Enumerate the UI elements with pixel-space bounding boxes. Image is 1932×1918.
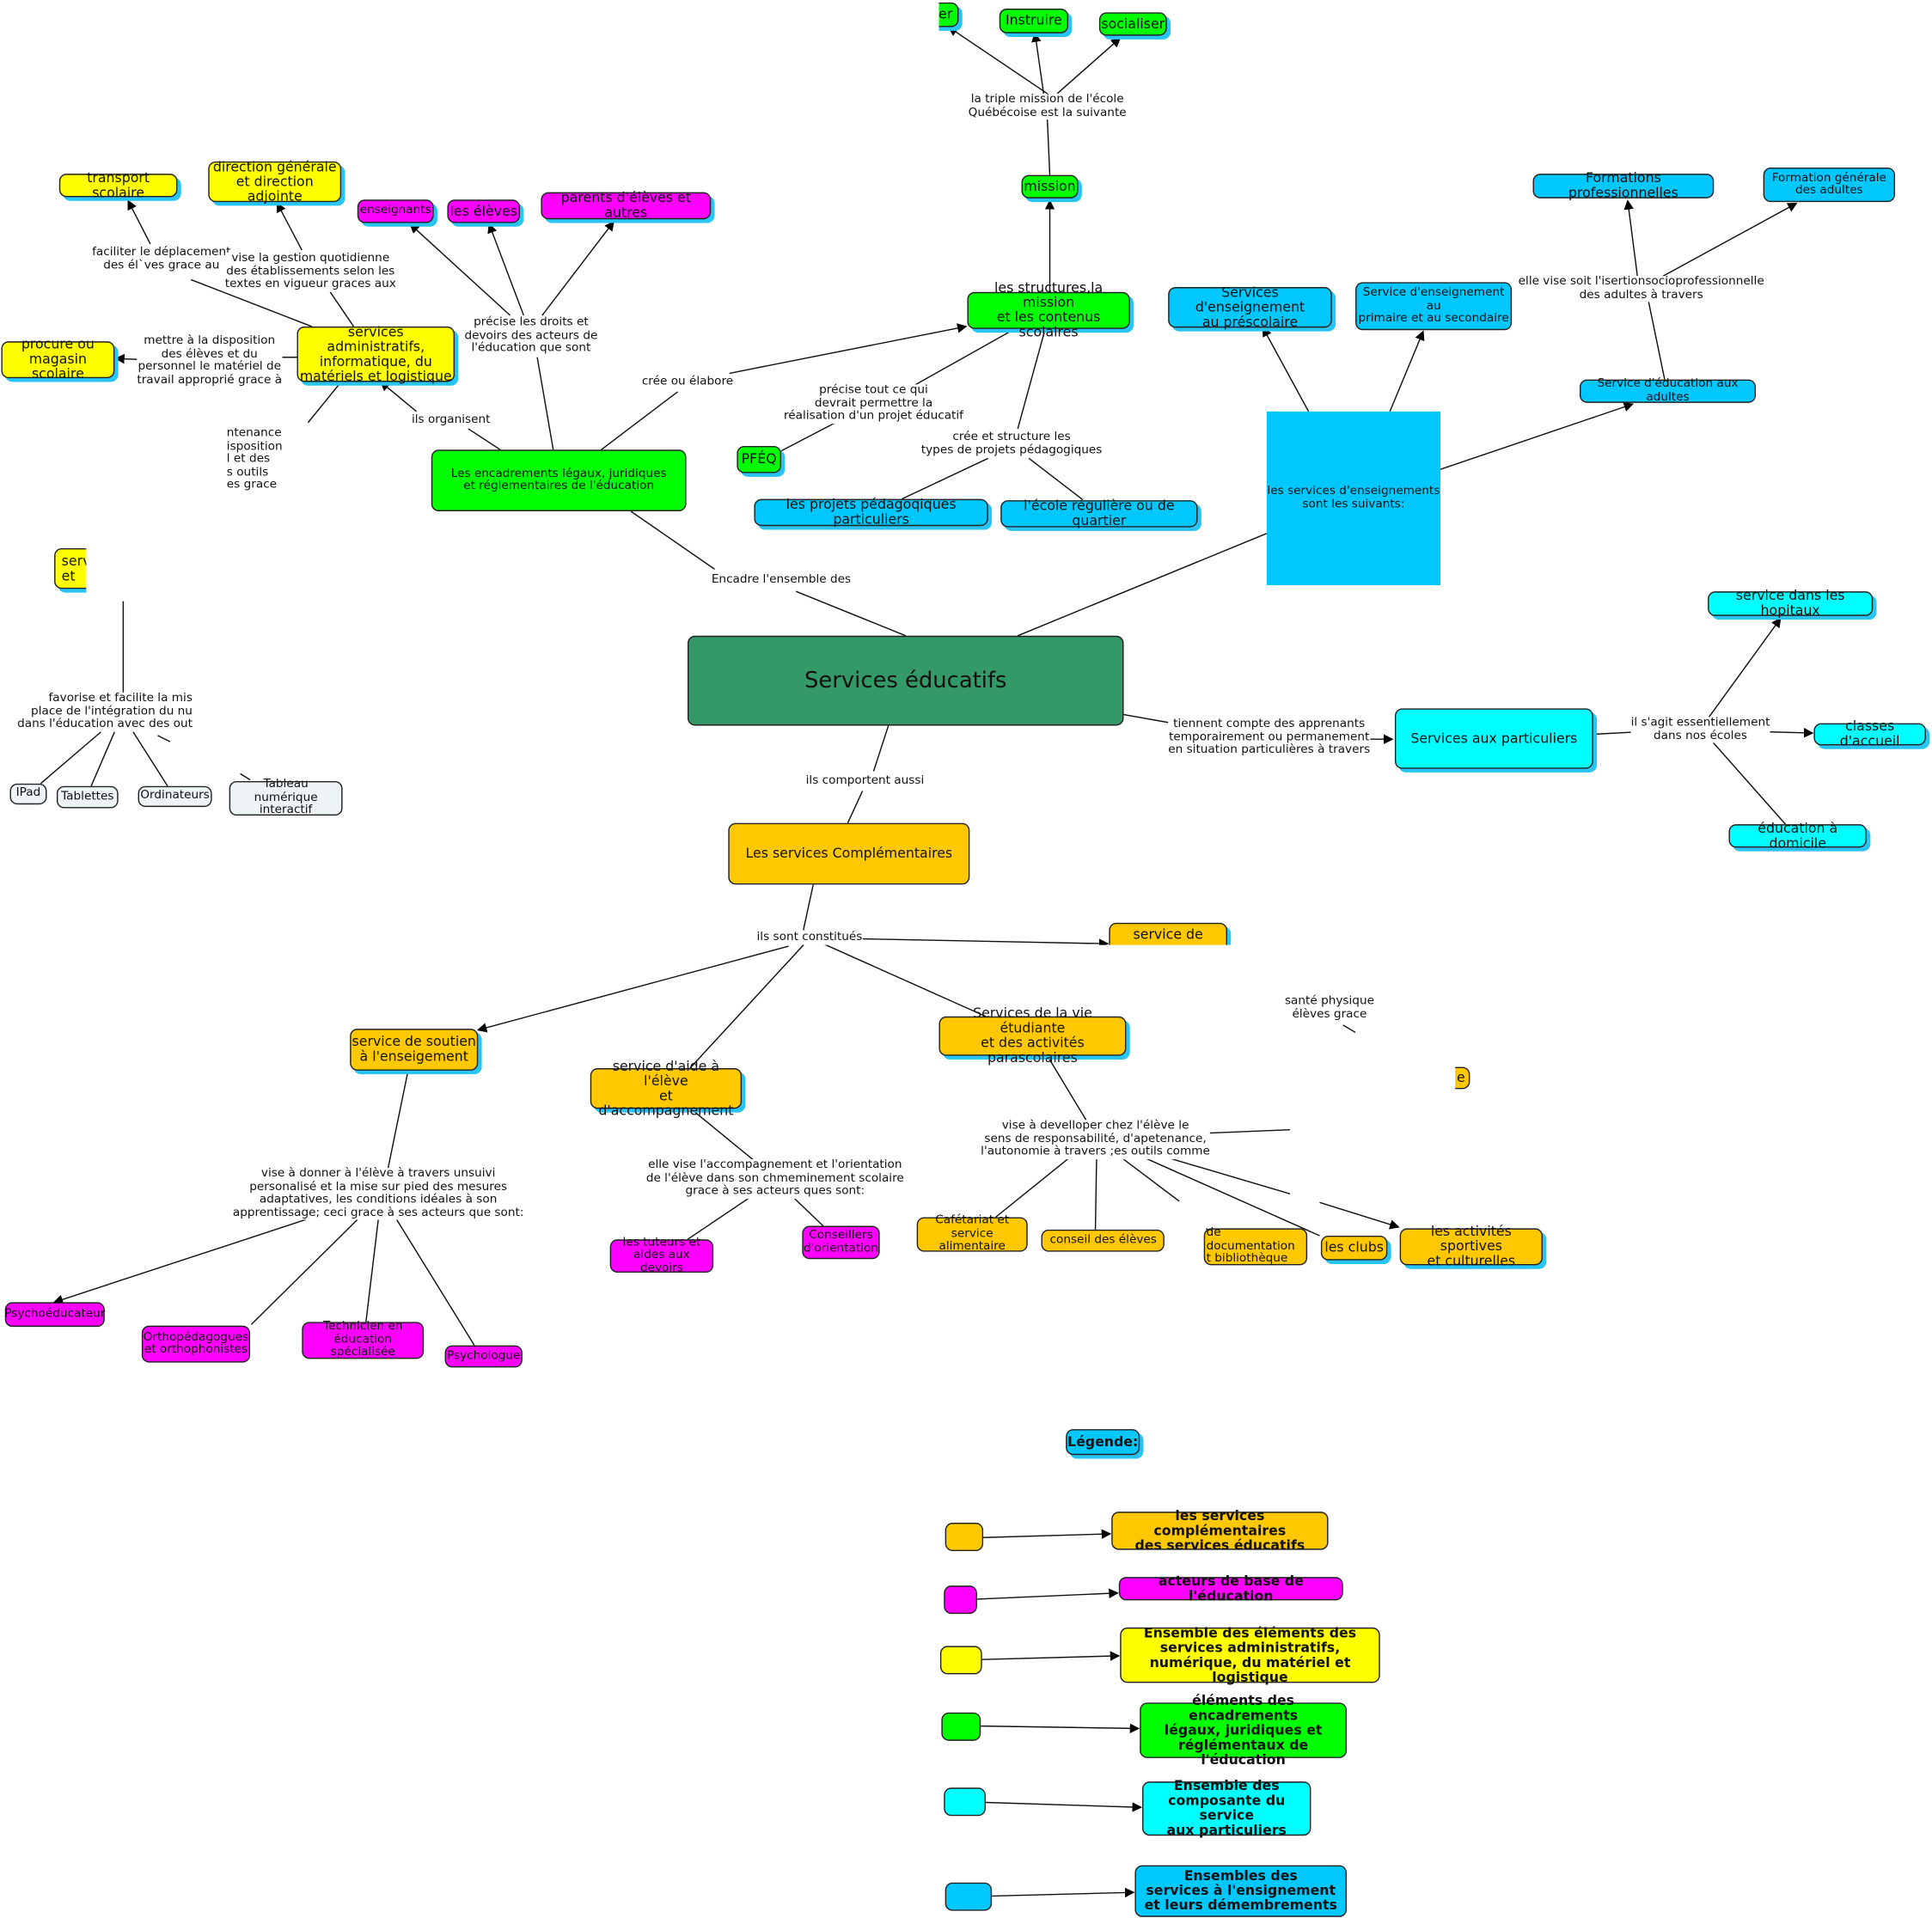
node-enseignants[interactable]: enseignants	[357, 199, 434, 223]
node-tuteurs[interactable]: les tuteurs et aides aux devoirs	[609, 1236, 714, 1274]
node-parents[interactable]: parents d'élèves et autres	[541, 191, 712, 220]
legend-label-particuliers: Ensemble des composante du service aux p…	[1142, 1779, 1311, 1837]
mask	[1096, 944, 1467, 1013]
node-vie-etudiante[interactable]: Services de la vie étudiante et des acti…	[938, 1006, 1127, 1065]
node-services-educatifs[interactable]: Services éducatifs	[688, 635, 1124, 726]
node-encadrements[interactable]: Les encadrements légaux, juridiques et r…	[431, 449, 687, 511]
node-structures[interactable]: les structures,la mission et les contenu…	[967, 280, 1130, 339]
legend-label-complementaires: les services complémentaires des service…	[1111, 1508, 1329, 1552]
legend-label-administratifs: Ensemble des éléments des services admin…	[1120, 1625, 1380, 1684]
link-label-vie: vise à develloper chez l'élève le sens d…	[981, 1118, 1210, 1159]
node-eleves[interactable]: les élèves	[447, 199, 521, 223]
node-socialiser[interactable]: socialiser	[1098, 12, 1167, 36]
link-label-numerique: favorise et facilite la mis place de l'i…	[17, 691, 193, 731]
mask	[911, 0, 939, 38]
node-documentation[interactable]: de documentation t bibliothèque	[1203, 1226, 1308, 1266]
legend-swatch-cyan	[944, 1787, 986, 1817]
node-mission[interactable]: mission	[1021, 174, 1079, 199]
node-cafetariat[interactable]: Cafétariat et service alimentaire	[916, 1214, 1028, 1253]
node-psychologue[interactable]: Psychologue	[444, 1345, 523, 1368]
node-technicien[interactable]: Technicien en éducation spécialisée	[302, 1320, 425, 1359]
mask	[86, 541, 161, 598]
node-procure[interactable]: procure ou magasin scolaire	[1, 337, 115, 382]
legend-swatch-blue	[945, 1882, 993, 1911]
node-services-particuliers[interactable]: Services aux particuliers	[1394, 708, 1593, 769]
mask	[1435, 1061, 1456, 1095]
node-tableau-numerique[interactable]: Tableau numérique interactif	[229, 778, 343, 817]
legend-swatch-magenta	[944, 1585, 977, 1615]
node-soutien-enseignement[interactable]: service de soutien à l'enseigement	[350, 1029, 479, 1071]
link-label-sante: santé physique élèves grace	[1284, 993, 1374, 1022]
link-label-numerique-text: favorise et facilite la mis place de l'i…	[17, 691, 193, 731]
link-label-encadre: Encadre l'ensemble des	[711, 572, 852, 588]
legend-label-acteurs: acteurs de base de l'éducation	[1118, 1573, 1343, 1603]
node-activites-sportives[interactable]: les activités sportives et culturelles	[1399, 1224, 1543, 1268]
legend-swatch-orange	[945, 1523, 984, 1552]
link-label-adultes: elle vise soit l'isertionsocioprofession…	[1518, 274, 1764, 302]
node-instruire[interactable]: Instruire	[999, 9, 1069, 34]
node-psychoeducateur[interactable]: Psychoéducateur	[4, 1302, 105, 1328]
node-aide-eleve[interactable]: service d'aide à l'élève et d'accompagne…	[590, 1059, 743, 1117]
link-label-droits: précise les droits et devoirs des acteur…	[464, 315, 598, 356]
link-label-types: crée et structure les types de projets p…	[920, 430, 1103, 457]
node-pfeq[interactable]: PFÉQ	[737, 445, 781, 473]
link-label-organisent: ils organisent	[411, 412, 491, 427]
node-transport[interactable]: transport scolaire	[58, 170, 178, 199]
node-projets-particuliers[interactable]: les projets pédagoqiques particuliers	[754, 497, 988, 527]
legend-title: Légende:	[1066, 1429, 1140, 1456]
link-label-comportent: ils comportent aussi	[805, 773, 925, 788]
node-conseillers[interactable]: Conseillers d'orientation	[802, 1225, 880, 1260]
node-direction[interactable]: direction générale et direction adjointe	[208, 159, 342, 204]
link-label-ecoles: il s'agit essentiellement dans nos école…	[1630, 715, 1770, 743]
node-formation-generale[interactable]: Formation générale des adultes	[1763, 167, 1896, 203]
node-formations-pro[interactable]: Formations professionnelles	[1532, 171, 1715, 200]
link-label-constitues: ils sont constitués	[756, 930, 863, 944]
node-services-complementaires[interactable]: Les services Complémentaires	[728, 822, 970, 885]
legend-label-encadrements: éléments des encadrements légaux, juridi…	[1140, 1693, 1348, 1767]
node-ipad[interactable]: IPad	[9, 783, 47, 805]
link-label-soutien: vise à donner à l'élève à travers unsuiv…	[232, 1166, 524, 1220]
node-clubs[interactable]: les clubs	[1320, 1236, 1388, 1261]
link-label-pfeq: précise tout ce qui devrait permettre la…	[784, 382, 963, 424]
node-ecole-reguliere[interactable]: l'école régulière ou de quartier	[1000, 498, 1198, 528]
link-label-aide: elle vise l'accompagnement et l'orientat…	[645, 1158, 904, 1199]
link-label-transport: faciliter le déplacement des él`ves grac…	[92, 245, 231, 272]
node-conseil-eleves[interactable]: conseil des élèves	[1041, 1229, 1165, 1252]
node-education-adultes[interactable]: Service d'éducation aux adultes	[1580, 377, 1757, 403]
node-tablettes[interactable]: Tablettes	[56, 785, 119, 809]
node-ordinateurs[interactable]: Ordinateurs	[138, 785, 212, 808]
link-label-procure: mettre à la disposition des élèves et du…	[137, 333, 283, 388]
link-label-triple-mission: la triple mission de l'école Québécoise …	[968, 92, 1127, 120]
legend-swatch-green	[941, 1712, 981, 1741]
legend-swatch-yellow	[939, 1646, 982, 1675]
mask	[1290, 1109, 1439, 1195]
node-services-administratifs[interactable]: services administratifs, informatique, d…	[297, 324, 455, 383]
link-label-particuliers: tiennent compte des apprenants temporair…	[1168, 717, 1371, 758]
link-label-direction: vise la gestion quotidienne des établiss…	[224, 251, 396, 292]
node-orthopedagogues[interactable]: Orthopédagogues et orthophonistes	[141, 1325, 251, 1363]
link-label-cree: crée ou élabore	[641, 374, 734, 389]
node-classes-accueil[interactable]: classes d'accueil	[1813, 719, 1926, 748]
node-hopitaux[interactable]: service dans les hopitaux	[1708, 589, 1874, 618]
link-label-maintenance: ntenance isposition l et des s outils es…	[226, 426, 283, 492]
node-prescolaire[interactable]: Services d'enseignement au préscolaire	[1168, 284, 1332, 329]
node-primaire-secondaire[interactable]: Service d'enseignement au primaire et au…	[1355, 282, 1513, 331]
legend-label-enseignement: Ensembles des services à l'ensignement e…	[1134, 1865, 1348, 1917]
node-education-domicile[interactable]: éducation à domicile	[1728, 821, 1868, 850]
node-services-enseignement[interactable]: les services d'enseignements sont les su…	[1266, 411, 1440, 586]
